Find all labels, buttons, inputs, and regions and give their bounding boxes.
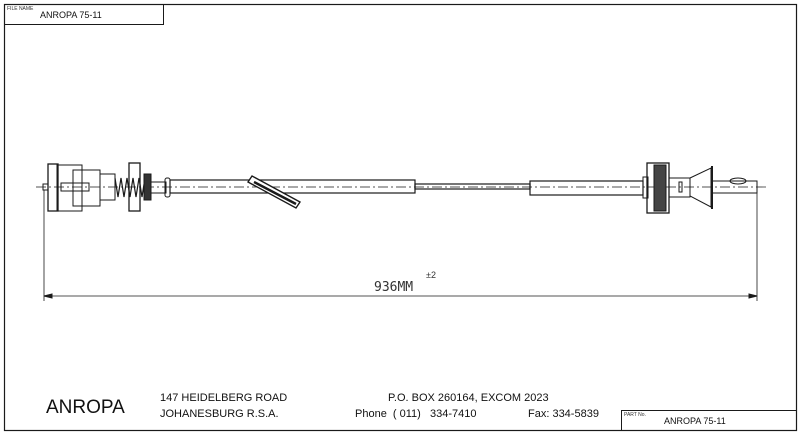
retaining-clip [246,175,302,209]
part-no-box [621,410,797,431]
outer-casing-right [529,180,644,196]
company-name: ANROPA [46,397,125,418]
dimension-arrow-right [748,293,758,299]
address-line-1: 147 HEIDELBERG ROAD [160,392,288,404]
threaded-ferrule [143,173,152,201]
address-line-2: JOHANESBURG R.S.A. [160,408,279,420]
file-name-box [4,4,164,25]
length-tolerance: ±2 [426,270,436,280]
phone-number: Phone ( 011) 334-7410 [355,408,477,420]
fax-number: Fax: 334-5839 [528,408,599,420]
part-no-label: PART No. [624,412,646,418]
file-name-label: FILE NAME [7,6,34,12]
spring [114,177,149,198]
outer-casing-left [169,179,416,194]
dimension-arrow-left [43,293,53,299]
left-connector [42,163,116,212]
right-connector [642,162,758,214]
file-name-value: ANROPA 75-11 [40,10,102,20]
short-tube [150,181,167,194]
po-box: P.O. BOX 260164, EXCOM 2023 [388,392,549,404]
drawing-frame [3,3,798,432]
mounting-nut [128,162,141,212]
overall-length-dimension: 936MM [374,280,414,295]
inner-cable [414,183,531,190]
part-no-value: ANROPA 75-11 [664,416,726,426]
